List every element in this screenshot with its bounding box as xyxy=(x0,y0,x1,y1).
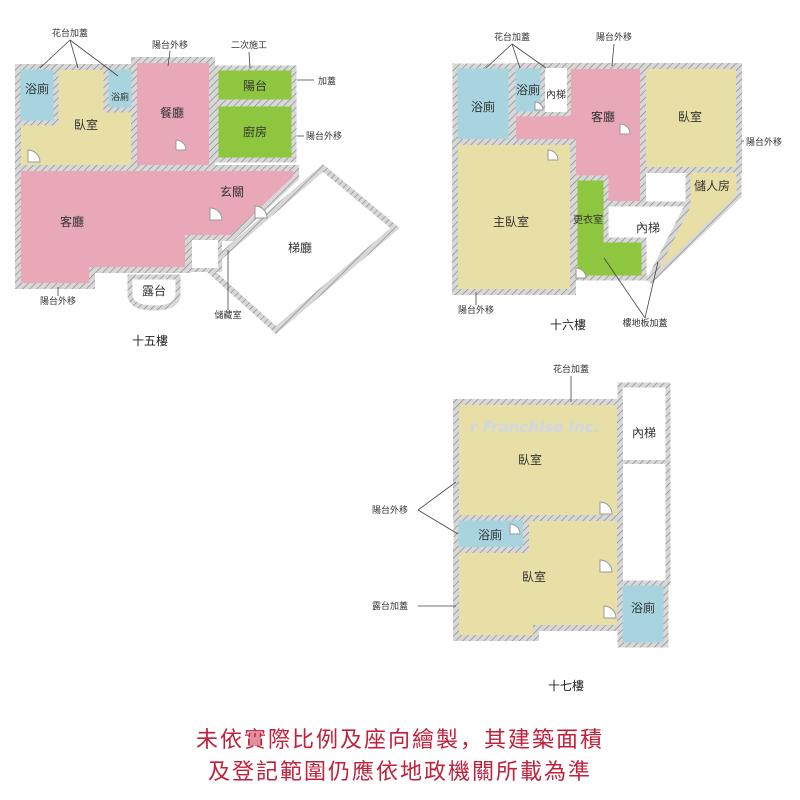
f15-note-balcony-move-top: 陽台外移 xyxy=(152,39,188,51)
disclaimer-line-2: 及登記範圍仍應依地政機關所載為準 xyxy=(207,760,592,785)
floor-15-plan: 浴廁 浴廁 臥室 餐廳 陽台 廚房 客廳 玄關 梯廳 露台 花台加蓋 陽台外移 … xyxy=(15,27,400,348)
f15-note-balcony-move-bottom: 陽台外移 xyxy=(40,295,76,307)
f15-room-kitchen: 廚房 xyxy=(243,124,267,139)
f15-floor-title: 十五樓 xyxy=(132,333,168,348)
f15-room-balcony: 陽台 xyxy=(243,78,267,93)
f15-door xyxy=(27,149,41,163)
f16-stair-small-area xyxy=(541,64,571,116)
f16-room-dressing: 更衣室 xyxy=(573,213,603,226)
f17-door xyxy=(599,559,613,573)
f17-note-terrace-cover: 露台加蓋 xyxy=(372,600,408,612)
f15-note-second-construction: 二次施工 xyxy=(231,39,267,51)
f15-room-bath1: 浴廁 xyxy=(25,81,49,96)
f15-balcony-area xyxy=(213,65,297,105)
f15-door xyxy=(254,205,268,219)
f17-bedroom1-area xyxy=(453,399,623,521)
f16-door xyxy=(619,123,631,135)
f16-note-balcony-move-top: 陽台外移 xyxy=(596,31,632,43)
f17-bath2-area xyxy=(617,580,669,648)
f15-door xyxy=(175,139,187,151)
f17-room-stair: 內梯 xyxy=(632,426,656,440)
f15-bath1-area xyxy=(15,64,59,126)
f17-room-bath1: 浴廁 xyxy=(478,527,502,542)
f17-room-bedroom2: 臥室 xyxy=(522,569,546,584)
f15-bath2-area xyxy=(103,64,137,113)
f16-room-living: 客廳 xyxy=(591,109,615,124)
f16-note-floor-slab: 樓地板加蓋 xyxy=(622,317,667,329)
f15-storage-area xyxy=(188,236,222,272)
f17-door xyxy=(509,523,521,535)
f16-note-balcony-move-bottom: 陽台外移 xyxy=(458,304,494,316)
f16-door xyxy=(534,101,544,111)
f16-stair-area xyxy=(603,201,693,281)
f15-room-dining: 餐廳 xyxy=(160,105,184,120)
f15-stairhall-area xyxy=(202,164,400,334)
f16-leader-lines xyxy=(475,43,744,319)
f16-note-planter: 花台加蓋 xyxy=(494,31,530,43)
f15-note-add-cover: 加蓋 xyxy=(318,75,336,87)
f17-door xyxy=(603,605,617,619)
f16-floor-title: 十六樓 xyxy=(550,317,586,332)
f15-leader-lines xyxy=(39,39,314,310)
floor-16-plan: 浴廁 浴廁 內梯 客廳 臥室 主臥室 更衣室 內梯 儲人房 花台加蓋 陽台外移 … xyxy=(452,31,782,332)
f16-room-master: 主臥室 xyxy=(493,214,529,229)
f17-room-bedroom1: 臥室 xyxy=(518,452,542,467)
f15-room-living: 客廳 xyxy=(60,214,84,229)
f15-room-bedroom: 臥室 xyxy=(74,117,98,132)
f17-note-planter: 花台加蓋 xyxy=(553,363,589,375)
f17-note-balcony-move: 陽台外移 xyxy=(372,504,408,516)
f16-room-bedroom: 臥室 xyxy=(678,109,702,124)
f16-room-bath2: 浴廁 xyxy=(516,82,540,97)
f15-kitchen-area xyxy=(213,101,297,163)
f16-room-bath1: 浴廁 xyxy=(471,99,495,114)
f15-terrace-area xyxy=(127,274,181,311)
f15-note-storage: 儲藏室 xyxy=(214,309,241,321)
f16-note-balcony-move-right: 陽台外移 xyxy=(746,136,782,148)
f17-floor-title: 十七樓 xyxy=(548,678,584,693)
watermark-text: r Franchise Inc. xyxy=(470,418,599,436)
f16-room-storage: 儲人房 xyxy=(694,178,730,193)
f16-door xyxy=(575,267,587,279)
floor-17-plan: r Franchise Inc. 臥室 浴廁 臥室 浴廁 內梯 花台加蓋 陽台外… xyxy=(372,363,671,693)
f17-room-bath2: 浴廁 xyxy=(631,600,655,615)
f16-room-stair-small: 內梯 xyxy=(546,88,566,101)
f15-room-stairhall: 梯廳 xyxy=(288,240,312,255)
f16-door xyxy=(547,149,559,161)
disclaimer-line-1: 未依實際比例及座向繪製，其建築面積 xyxy=(195,728,604,753)
f16-room-stair: 內梯 xyxy=(636,221,660,235)
f15-room-foyer: 玄關 xyxy=(220,184,244,199)
f15-door xyxy=(209,207,223,221)
f17-stair-column xyxy=(617,382,671,586)
f15-room-terrace: 露台 xyxy=(142,283,166,298)
f16-storage-area xyxy=(647,167,742,284)
f17-bedroom2-area xyxy=(453,515,623,641)
f15-room-bath2: 浴廁 xyxy=(111,91,129,103)
f15-note-planter: 花台加蓋 xyxy=(52,27,88,39)
f17-door xyxy=(599,501,613,515)
f15-note-balcony-move-right: 陽台外移 xyxy=(306,130,342,142)
f17-leader-lines xyxy=(417,376,572,607)
